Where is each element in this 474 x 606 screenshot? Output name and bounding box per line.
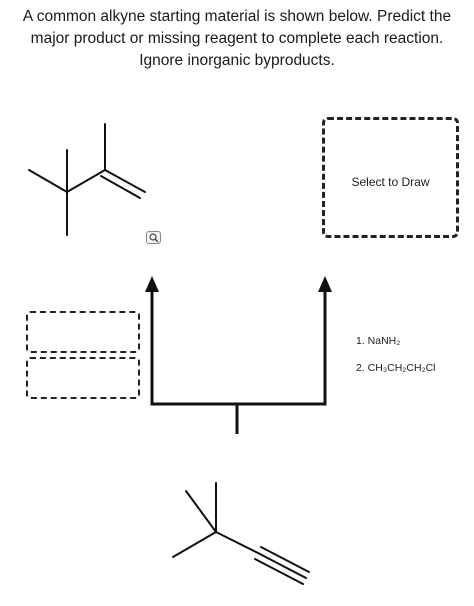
sm-bond-right (215, 531, 259, 554)
arrow-head-left (145, 276, 159, 292)
sm-triple-a (257, 552, 307, 579)
sm-triple-b (260, 546, 310, 573)
question-line-1: A common alkyne starting material is sho… (22, 8, 452, 25)
reagent-step-1: 1. NaNH₂ (356, 335, 401, 347)
arrow-head-right (318, 276, 332, 292)
product-structure-left (28, 123, 146, 236)
reaction-arrows (150, 290, 327, 434)
sm-bond-upleft (185, 490, 217, 533)
reagent-list: 1. NaNH₂ 2. CH₃CH₂CH₂Cl (356, 334, 436, 388)
magnifier-icon (149, 233, 159, 243)
arrow-branches (150, 290, 327, 406)
zoom-button[interactable] (146, 231, 161, 244)
bond-right (66, 169, 106, 193)
question-line-3: Ignore inorganic byproducts. (139, 52, 335, 69)
question-line-2: major product or missing reagent to comp… (30, 30, 444, 47)
bond-left (28, 169, 68, 193)
question-text: A common alkyne starting material is sho… (0, 6, 474, 72)
sm-triple-c (254, 558, 304, 585)
select-to-draw-label: Select to Draw (351, 175, 430, 189)
reagent-step-2: 2. CH₃CH₂CH₂Cl (356, 362, 436, 374)
select-to-draw-box[interactable]: Select to Draw (322, 117, 459, 238)
starting-material-structure (172, 482, 310, 585)
reagent-slot-2[interactable] (26, 357, 140, 399)
reagent-slot-1[interactable] (26, 311, 140, 353)
double-bond-a (104, 169, 146, 193)
double-bond-b (100, 175, 141, 199)
sm-bond-left (172, 531, 217, 558)
